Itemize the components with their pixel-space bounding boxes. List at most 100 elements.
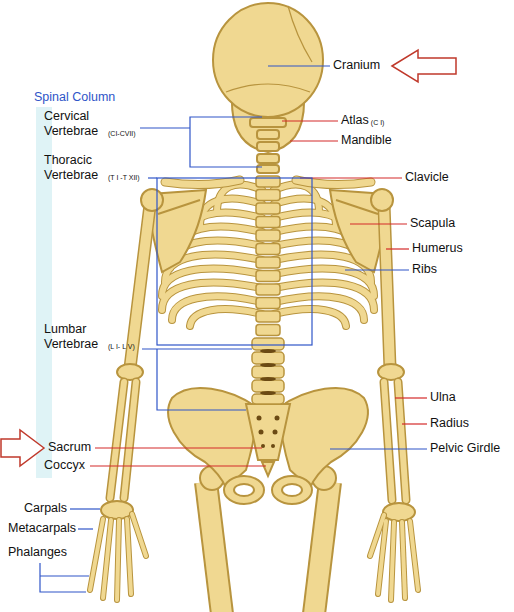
hand — [410, 521, 418, 590]
skull — [213, 3, 323, 173]
bone-label: Clavicle — [405, 170, 449, 185]
arm-bone — [398, 382, 406, 500]
hand — [370, 515, 384, 556]
skull — [257, 130, 279, 139]
hand — [132, 514, 146, 556]
arm-bone — [384, 205, 390, 368]
leader-line — [157, 178, 312, 345]
skull — [213, 3, 323, 117]
hand — [127, 519, 131, 594]
leader-line — [90, 465, 266, 466]
vertebra — [256, 217, 280, 228]
bone-label: Mandible — [341, 133, 392, 148]
hand — [103, 520, 111, 598]
vertebra — [256, 190, 280, 201]
vertebra — [260, 391, 276, 395]
vertebra — [252, 338, 284, 350]
clavicle — [165, 180, 240, 185]
hand — [90, 519, 103, 590]
hand — [132, 514, 146, 556]
pointer-arrow — [1, 50, 456, 466]
bone-label: Sacrum — [48, 440, 91, 455]
clavicle — [296, 180, 371, 185]
leader-line — [290, 140, 338, 141]
leader-line — [148, 177, 157, 178]
leader-line — [300, 177, 402, 178]
hand — [402, 522, 405, 598]
pelvis — [282, 484, 302, 496]
leader-line — [95, 447, 262, 448]
hand — [117, 520, 119, 600]
group-heading: Spinal Column — [34, 90, 115, 105]
pelvis — [257, 416, 262, 421]
arm-bone — [124, 382, 136, 498]
bone-label: Scapula — [410, 216, 455, 231]
vertebra — [256, 298, 280, 309]
leader-line — [40, 563, 89, 592]
vertebra — [256, 311, 280, 322]
hand — [127, 519, 131, 594]
vertebra — [260, 363, 276, 367]
arm-bone — [378, 364, 404, 380]
pelvis — [234, 484, 254, 496]
arm-bone — [384, 205, 390, 368]
pelvis — [168, 388, 258, 488]
arm-bone — [384, 382, 392, 500]
femur — [200, 466, 336, 612]
bone-label: Thoracic Vertebrae — [44, 153, 106, 183]
femur — [314, 482, 330, 612]
leader-line — [78, 528, 93, 529]
pelvis — [273, 430, 278, 435]
hand — [90, 501, 418, 600]
pelvis — [168, 388, 368, 504]
vertebra — [256, 244, 280, 255]
pelvis — [246, 404, 290, 460]
femur — [206, 482, 222, 612]
hand — [117, 520, 119, 600]
vertebra — [256, 203, 280, 214]
arm-bone — [124, 382, 136, 498]
vertebra — [252, 380, 284, 392]
bone-label: Phalanges — [8, 545, 67, 560]
arm-bone — [117, 364, 143, 380]
bone-label: Carpals — [24, 501, 67, 516]
skull — [257, 165, 279, 173]
bone-label: Cranium — [333, 58, 380, 73]
leader-line — [350, 223, 407, 224]
arm-bone — [384, 382, 392, 500]
clavicle — [165, 180, 240, 185]
vertebra — [256, 325, 280, 336]
vertebra — [260, 377, 276, 381]
leader-line — [142, 349, 252, 410]
pelvis — [259, 430, 264, 435]
vertebra — [260, 349, 276, 353]
femur — [206, 482, 222, 612]
skull — [257, 154, 279, 163]
pelvis — [278, 388, 368, 488]
leader-line — [395, 397, 427, 398]
range-subscript: (L I- L V) — [108, 343, 135, 350]
leader-line — [40, 66, 427, 592]
leader-line — [402, 423, 427, 424]
pointer-arrow — [392, 50, 456, 82]
pelvis — [275, 416, 280, 421]
hand — [90, 519, 103, 590]
pelvis — [262, 462, 274, 476]
bone-label: Coccyx — [44, 458, 85, 473]
leader-line — [386, 248, 409, 249]
leader-line — [282, 120, 338, 121]
vertebra — [252, 394, 284, 404]
hand — [410, 521, 418, 590]
hand — [103, 520, 111, 598]
leader-line — [140, 117, 262, 167]
range-subscript: (T I -T XII) — [108, 174, 140, 181]
pointer-arrow — [1, 430, 44, 466]
pelvis — [272, 476, 312, 504]
hand — [391, 522, 394, 600]
clavicle — [296, 180, 371, 185]
arm-bone — [141, 189, 163, 211]
bone-label: Ulna — [430, 390, 456, 405]
vertebra — [252, 366, 284, 378]
range-subscript: (CI-CVII) — [108, 130, 136, 137]
bone-label: Humerus — [412, 241, 463, 256]
